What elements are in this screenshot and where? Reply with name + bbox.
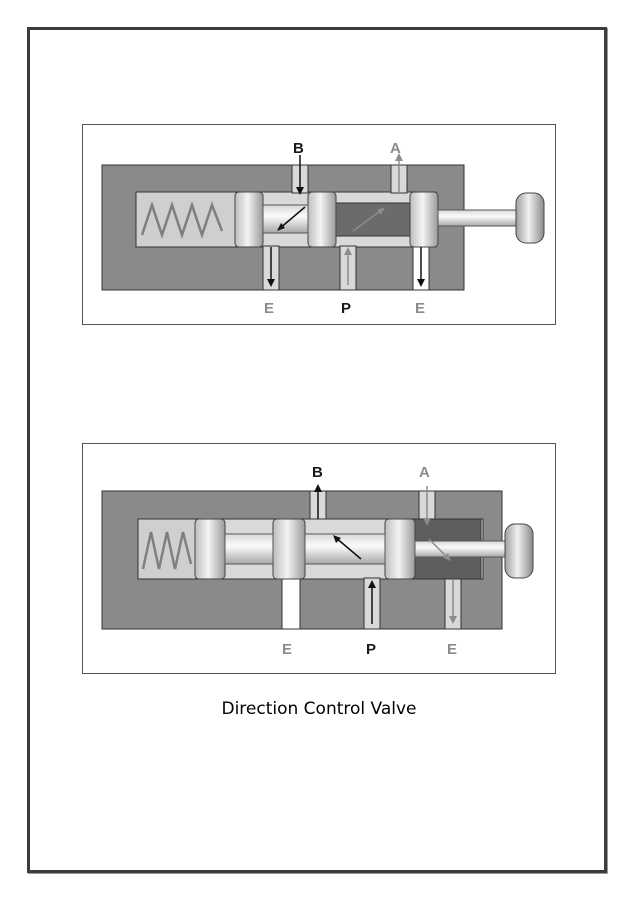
label-port-a: A	[390, 140, 401, 157]
spool-land-right	[409, 191, 439, 248]
caption: Direction Control Valve	[221, 699, 417, 719]
page-border	[27, 27, 607, 873]
knob-icon	[515, 192, 545, 244]
valve-diagram-1: B A E P E	[82, 124, 556, 325]
label-port-p: P	[366, 641, 376, 658]
spool-land-mid	[307, 191, 337, 248]
spool-rod	[414, 540, 512, 558]
spool-rod	[437, 209, 524, 227]
label-port-e-right: E	[447, 641, 457, 658]
flow-arrow-internal	[334, 536, 362, 560]
label-port-e-right: E	[415, 300, 425, 317]
spool-land-left	[194, 518, 226, 580]
spring-icon	[140, 201, 224, 239]
flow-arrow-internal-2	[352, 208, 384, 232]
label-port-a: A	[419, 464, 430, 481]
spool-land-mid	[272, 518, 306, 580]
label-port-b: B	[312, 464, 323, 481]
valve-diagram-2: B A E P E	[82, 443, 556, 674]
pressure-chamber	[335, 202, 412, 237]
spool-stem-left	[262, 204, 309, 234]
label-port-e-left: E	[264, 300, 274, 317]
valve-diagram-1-svg: B A E P E	[101, 140, 545, 317]
exhaust-left-passage	[281, 577, 301, 630]
knob-icon	[504, 523, 534, 579]
spool-stem-mid	[304, 533, 386, 565]
spool-land-right	[384, 518, 416, 580]
valve-diagram-2-svg: B A E P E	[101, 464, 534, 658]
flow-arrow-internal	[278, 206, 306, 230]
spool-stem-left	[224, 533, 274, 565]
label-port-e-left: E	[282, 641, 292, 658]
label-port-b: B	[293, 140, 304, 157]
spool-land-left	[234, 191, 264, 248]
label-port-p: P	[341, 300, 351, 317]
spring-icon	[141, 531, 193, 570]
